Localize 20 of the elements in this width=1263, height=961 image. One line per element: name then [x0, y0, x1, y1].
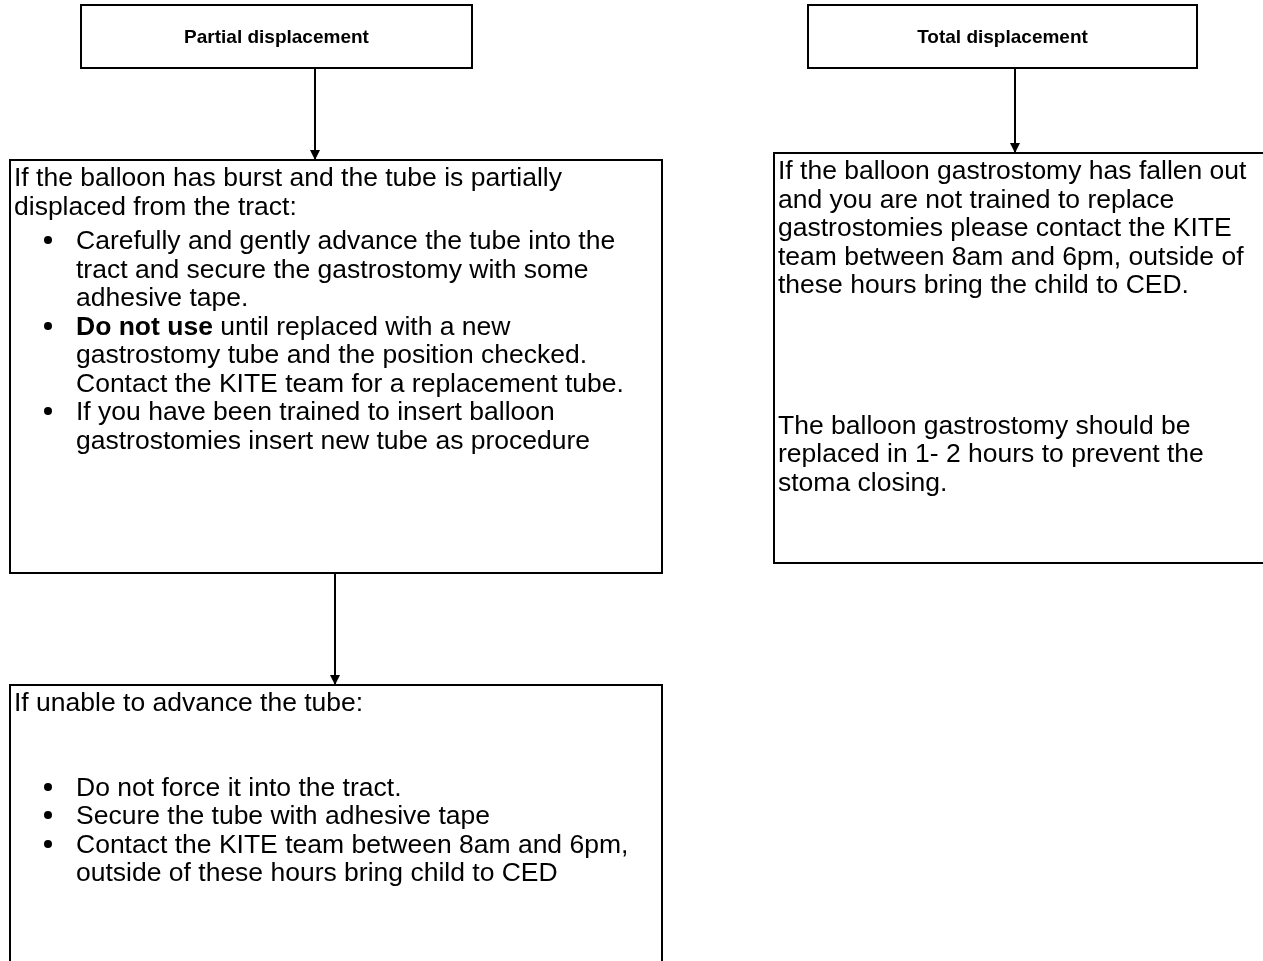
arrow: [330, 573, 340, 685]
paragraph-text: The balloon gastrostomy should be replaced in 1- 2 hours to prevent the stoma closing.: [778, 410, 1205, 496]
bullet-point: Secure the tube with adhesive tape: [76, 801, 658, 830]
bullet-point: If you have been trained to insert balloon gastrostomies insert new tube as procedure: [76, 397, 658, 454]
bullet-point: Do not force it into the tract.: [76, 772, 658, 801]
instruction-box: [9, 684, 663, 961]
heading-box: [807, 4, 1198, 69]
intro-text: If unable to advance the tube:: [14, 688, 365, 717]
arrow: [1010, 68, 1020, 153]
heading-text: Partial displacement: [184, 25, 369, 48]
paragraph-text: If the balloon gastrostomy has fallen out and you are not trained to replace gastrostomies please contact the KITE team between 8am and 6pm, outside of these hours bring the child to CED.: [778, 156, 1248, 299]
intro-text: If the balloon has burst and the tube is partially displaced from the tract:: [14, 163, 563, 220]
heading-box: [80, 4, 473, 69]
bullet-point: Contact the KITE team between 8am and 6pm, outside of these hours bring child to CED: [76, 829, 658, 887]
heading-text: Total displacement: [917, 25, 1088, 48]
instruction-box: [9, 159, 663, 574]
bullet-point: Carefully and gently advance the tube into the tract and secure the gastrostomy with some adhesive tape.: [76, 226, 658, 312]
bullet-point: Do not use until replaced with a new gastrostomy tube and the position checked. Contact the KITE team for a replacement tube.: [76, 311, 658, 397]
instruction-box: [773, 152, 1263, 564]
arrow: [310, 68, 320, 160]
